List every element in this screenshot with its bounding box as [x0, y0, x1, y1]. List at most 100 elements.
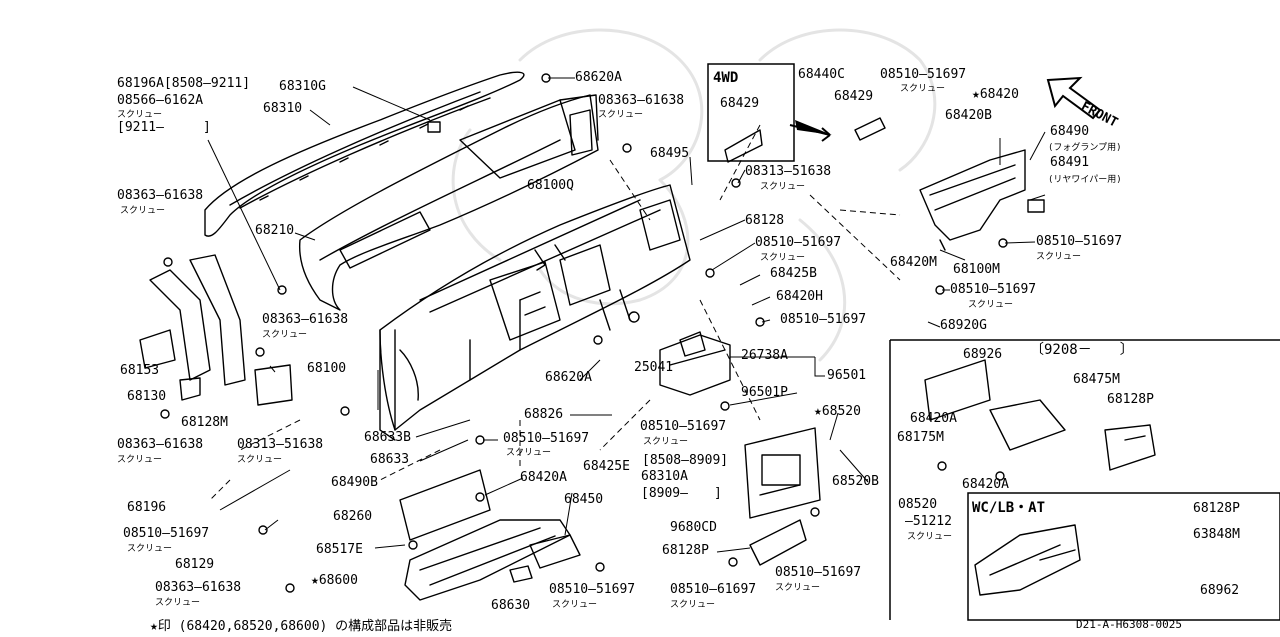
- inset-4wd-part: 68429: [720, 96, 760, 111]
- clip-68630: [509, 565, 533, 583]
- part-label: 25041: [634, 360, 674, 375]
- part-label: スクリュー: [643, 437, 689, 447]
- part-label: 68100: [307, 361, 347, 376]
- part-label: 68420A: [910, 411, 957, 426]
- 4wd-arrow-body: [795, 120, 832, 135]
- part-label: スクリュー: [155, 598, 201, 608]
- clip-68429-right: [854, 117, 886, 141]
- part-label: 08510–61697: [670, 582, 757, 597]
- part-label: 68633B: [364, 430, 411, 445]
- part-label: スクリュー: [907, 532, 953, 542]
- leader-lines: [207, 77, 1046, 553]
- part-label: 68420M: [890, 255, 937, 270]
- part-label: 68630: [491, 598, 531, 613]
- part-label: 68210: [255, 223, 295, 238]
- part-label: スクリュー: [760, 253, 806, 263]
- part-label: [9211– ]: [117, 120, 211, 135]
- part-label: –51212: [905, 514, 952, 529]
- part-label: ★68420: [972, 87, 1019, 102]
- part-label: スクリュー: [262, 330, 308, 340]
- center-cluster: [744, 427, 821, 566]
- part-label: スクリュー: [552, 600, 598, 610]
- part-label: 68310G: [279, 79, 326, 94]
- part-label: ★68520: [814, 404, 861, 419]
- part-label: 68128: [745, 213, 785, 228]
- part-label: 63848M: [1193, 527, 1240, 542]
- part-label: 68490: [1050, 124, 1090, 139]
- part-label: 68826: [524, 407, 564, 422]
- part-label: 68420H: [776, 289, 823, 304]
- part-label: 68420B: [945, 108, 992, 123]
- inset-wclb-frame: [967, 492, 1280, 621]
- watermark-emblem: [451, 28, 937, 362]
- instrument-panel-cover: [298, 94, 599, 311]
- part-label: 68420A: [962, 477, 1009, 492]
- meter-hood-right: [919, 149, 1045, 251]
- part-label: 68440C: [798, 67, 845, 82]
- part-label: [8508–8909]: [642, 453, 729, 468]
- dashed-lines: [209, 124, 901, 501]
- part-label: 9680CD: [670, 520, 717, 535]
- inset-4wd-title: 4WD: [713, 70, 739, 86]
- part-label: 08510–51697: [880, 67, 967, 82]
- part-label: 68633: [370, 452, 410, 467]
- part-label: スクリュー: [120, 206, 166, 216]
- pocket-68450: [529, 534, 581, 569]
- part-label: [8909– ]: [641, 486, 722, 501]
- part-label: 08510–51697: [1036, 234, 1123, 249]
- part-label: 68128P: [1193, 501, 1240, 516]
- part-label: 68620A: [545, 370, 592, 385]
- part-label: スクリュー: [117, 110, 163, 120]
- part-label: 68490B: [331, 475, 378, 490]
- glove-box: [399, 469, 571, 601]
- part-label: (リヤワイパー用): [1048, 175, 1122, 185]
- part-label: 08510–51697: [780, 312, 867, 327]
- part-label: 26738A: [741, 348, 788, 363]
- part-label: 08510–51697: [549, 582, 636, 597]
- part-label: 68425E: [583, 459, 630, 474]
- part-label: 68196: [127, 500, 167, 515]
- inset-9208-parts: [924, 359, 1156, 471]
- screws: [160, 73, 1008, 593]
- part-label: 08520: [898, 497, 938, 512]
- part-label: 68517E: [316, 542, 363, 557]
- inset-9208-range: 〔9208－ 〕: [1030, 342, 1134, 358]
- part-label: スクリュー: [237, 455, 283, 465]
- part-label: 68100Q: [527, 178, 574, 193]
- part-label: 08510–51697: [950, 282, 1037, 297]
- part-label: 96501: [827, 368, 867, 383]
- part-label: 68129: [175, 557, 215, 572]
- part-label: 68425B: [770, 266, 817, 281]
- inset-4wd-frame: [707, 63, 795, 162]
- part-label: 68962: [1200, 583, 1240, 598]
- part-label: スクリュー: [760, 182, 806, 192]
- part-label: 08566–6162A: [117, 93, 204, 108]
- part-label: 68310: [263, 101, 303, 116]
- part-label: 08363–61638: [598, 93, 685, 108]
- part-label: 68196A[8508–9211]: [117, 76, 251, 91]
- bracket-68429: [724, 129, 763, 163]
- part-label: 68475M: [1073, 372, 1120, 387]
- part-label: ★68600: [311, 573, 358, 588]
- part-label: 68128M: [181, 415, 228, 430]
- part-label: 68495: [650, 146, 690, 161]
- part-label: 08510–51697: [503, 431, 590, 446]
- part-label: 08510–51697: [123, 526, 210, 541]
- main-instrument-panel: [379, 184, 691, 441]
- part-label: スクリュー: [900, 84, 946, 94]
- part-label: スクリュー: [775, 583, 821, 593]
- part-label: 68620A: [575, 70, 622, 85]
- part-label: 68920G: [940, 318, 987, 333]
- part-label: 08363–61638: [262, 312, 349, 327]
- part-label: スクリュー: [968, 300, 1014, 310]
- part-label: スクリュー: [127, 544, 173, 554]
- part-label: 68450: [564, 492, 604, 507]
- part-label: スクリュー: [598, 110, 644, 120]
- diagram-code: D21-A-H6308-0025: [1076, 618, 1182, 631]
- part-label: 68128P: [662, 543, 709, 558]
- part-label: 68926: [963, 347, 1003, 362]
- footnote: ★印 (68420,68520,68600) の構成部品は非販売: [150, 619, 453, 634]
- inset-wclb-parts: [974, 524, 1081, 596]
- part-label: 08510–51697: [755, 235, 842, 250]
